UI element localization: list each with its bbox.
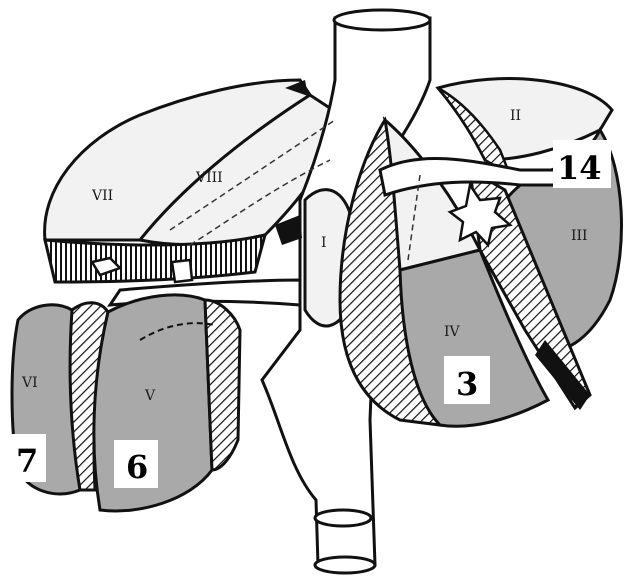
segment-v-vessel-right [172, 260, 192, 282]
segment-iv-upper-region [385, 120, 480, 270]
vena-cava-top-opening [334, 10, 430, 30]
segment-v-cut-surface [205, 300, 240, 470]
marker-7: 7 [16, 442, 38, 480]
marker-14: 14 [557, 149, 602, 187]
segment-label-vi: VI [21, 375, 38, 391]
segment-label-v: V [144, 388, 156, 404]
marker-6: 6 [126, 448, 148, 486]
marker-3: 3 [456, 365, 478, 403]
segment-label-vii: VII [91, 188, 113, 204]
segment-label-iii: III [571, 228, 588, 244]
portal-vein-opening [315, 510, 371, 526]
segment-label-iv: IV [444, 324, 461, 340]
segment-label-i: I [321, 235, 327, 251]
segment-label-viii: VIII [195, 170, 223, 186]
segment-label-ii: II [510, 108, 521, 124]
vena-cava-bottom-opening [315, 557, 375, 573]
